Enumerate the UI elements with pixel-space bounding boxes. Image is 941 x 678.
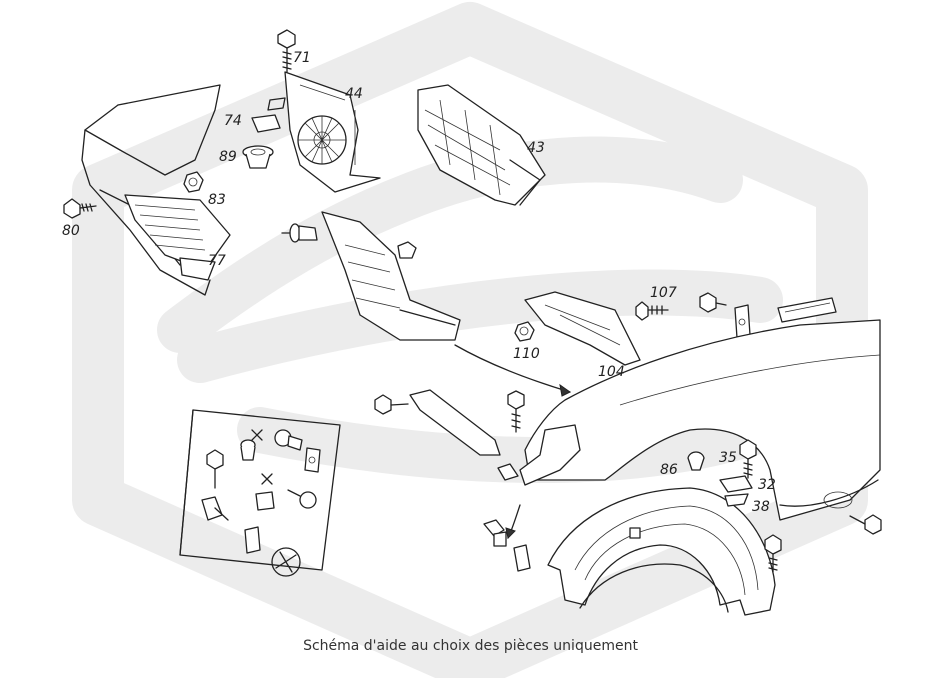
kit-clip-2 <box>255 473 275 511</box>
front-fender <box>524 319 881 521</box>
fastener-kit-panel <box>179 409 341 577</box>
wheel-arch-liner <box>547 487 776 616</box>
liner-clips <box>483 519 531 572</box>
part-71-bolt <box>277 29 296 73</box>
part-32-clip <box>719 475 753 493</box>
part-110-nut <box>514 321 535 342</box>
part-83-nut <box>183 171 204 193</box>
kit-plate <box>304 447 321 473</box>
bracket-panel <box>321 211 461 341</box>
part-80-bolt <box>63 198 97 219</box>
wrench-icon <box>271 547 301 577</box>
part-74-clip <box>251 97 286 133</box>
callout-labels: 71 44 74 89 43 83 80 77 107 110 104 86 3… <box>62 50 776 515</box>
kit-clip-1 <box>251 429 263 441</box>
lower-bracket-strip <box>374 389 501 456</box>
callout-71: 71 <box>293 50 311 66</box>
push-clip <box>281 223 318 243</box>
part-43-grille-panel <box>417 84 546 206</box>
bottom-right-screws <box>764 514 882 573</box>
callout-74: 74 <box>224 113 242 129</box>
callout-104: 104 <box>598 364 625 380</box>
callout-89: 89 <box>219 149 237 165</box>
part-44-fan-shroud <box>284 71 381 193</box>
callout-77: 77 <box>208 253 226 269</box>
kit-grommet <box>240 439 256 461</box>
front-bumper-assembly <box>81 84 231 296</box>
watermark-logo <box>72 2 868 678</box>
kit-bolt-1 <box>206 449 224 489</box>
callout-44: 44 <box>345 86 363 102</box>
kit-nut-clip <box>201 496 229 521</box>
callout-110: 110 <box>513 346 540 362</box>
fender-front-cap <box>519 424 581 486</box>
part-104-bracket <box>524 291 641 366</box>
part-38-clip <box>724 493 749 507</box>
self-tapping-screw <box>497 390 525 481</box>
part-89-grommet <box>242 145 274 169</box>
part-35-screw <box>739 439 757 479</box>
callout-32: 32 <box>758 477 776 493</box>
kit-push-rivet <box>274 429 303 451</box>
callout-86: 86 <box>660 462 678 478</box>
assembly-arrow <box>454 344 571 540</box>
trim-strip <box>777 297 837 323</box>
callout-35: 35 <box>719 450 737 466</box>
part-86-clip <box>687 451 705 471</box>
callout-43: 43 <box>527 140 545 156</box>
callout-107: 107 <box>650 285 677 301</box>
kit-bracket <box>244 526 261 554</box>
callout-38: 38 <box>752 499 770 515</box>
callout-83: 83 <box>208 192 226 208</box>
caption-text: Schéma d'aide au choix des pièces unique… <box>303 638 638 654</box>
kit-screw <box>287 489 317 509</box>
callout-80: 80 <box>62 223 80 239</box>
